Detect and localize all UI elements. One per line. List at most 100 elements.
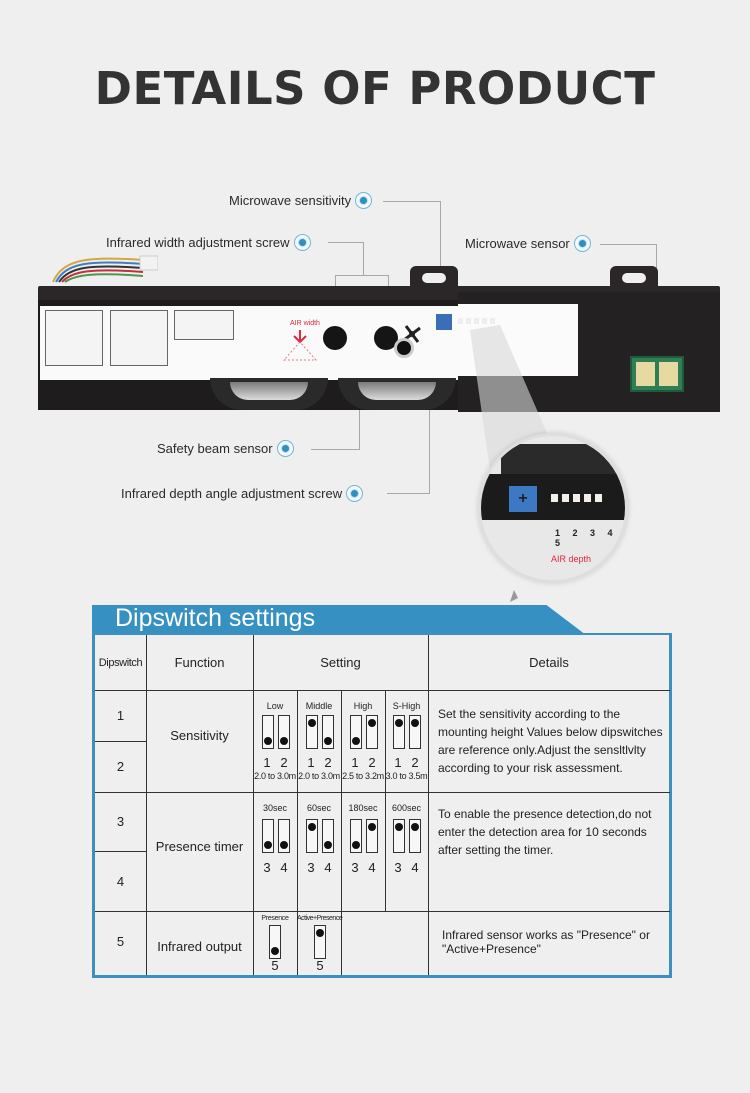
option-label: S-High xyxy=(392,701,421,711)
pin-number: 4 xyxy=(411,860,419,875)
callout-label: Safety beam sensor xyxy=(157,441,273,456)
option-label: Middle xyxy=(305,701,333,711)
callout-safety-beam: Safety beam sensor xyxy=(157,440,294,457)
dip-switch-2-on xyxy=(366,715,378,749)
pin-number: 1 xyxy=(351,755,359,770)
dip-switch-3-on xyxy=(306,819,318,853)
dip-switch-4-off xyxy=(278,819,290,853)
option-label: Presence xyxy=(261,915,289,922)
leader-line xyxy=(600,244,656,245)
wires-icon xyxy=(52,255,158,283)
pin-number: 4 xyxy=(280,860,288,875)
column-header-setting: Setting xyxy=(320,655,361,670)
air-width-label: AIR width xyxy=(290,320,320,327)
grid-line xyxy=(297,690,298,975)
target-icon xyxy=(293,234,311,251)
mini-presence-table xyxy=(110,310,168,366)
range-label: 2.5 to 3.2m xyxy=(342,771,384,781)
table-heading: Dipswitch settings xyxy=(115,604,316,632)
target-icon xyxy=(355,192,373,209)
range-label: 3.0 to 3.5m xyxy=(385,771,428,781)
mini-output-table xyxy=(174,310,234,340)
pin-number: 1 xyxy=(307,755,315,770)
dipswitch-number: 3 xyxy=(116,814,125,829)
grid-line xyxy=(341,690,342,911)
grid-line xyxy=(146,635,147,975)
column-header-function: Function xyxy=(174,655,225,670)
product-image: AIR width xyxy=(38,255,720,412)
pin-number: 2 xyxy=(280,755,288,770)
infrared-width-knob xyxy=(323,326,347,350)
air-width-diagram-icon xyxy=(282,330,318,361)
leader-line xyxy=(383,201,441,202)
dipswitch-number: 4 xyxy=(116,873,125,889)
leader-line xyxy=(311,449,360,450)
pin-number: 3 xyxy=(394,860,402,875)
dip-switch-block xyxy=(458,318,495,324)
dip-switch-5-off xyxy=(269,925,281,959)
dip-switch-4-on xyxy=(366,819,378,853)
leader-line xyxy=(335,275,389,276)
closeup-screw-icon: + xyxy=(509,486,537,512)
function-infrared-output: Infrared output xyxy=(157,938,242,954)
infrared-depth-screw xyxy=(394,338,414,358)
option-label: High xyxy=(353,701,373,711)
callout-microwave-sensor: Microwave sensor xyxy=(465,235,591,252)
pin-number: 3 xyxy=(307,860,315,875)
microwave-sensitivity-screw xyxy=(436,314,452,330)
pin-number: 2 xyxy=(411,755,419,770)
dipswitch-number: 2 xyxy=(116,759,125,774)
target-icon xyxy=(573,235,591,252)
pin-number: 3 xyxy=(263,860,271,875)
pin-number: 5 xyxy=(316,958,324,973)
dip-switch-1-on xyxy=(306,715,318,749)
dip-switch-2-off xyxy=(322,715,334,749)
option-label: 180sec xyxy=(348,803,378,813)
dip-switch-3-off xyxy=(262,819,274,853)
dip-switch-3-off xyxy=(350,819,362,853)
column-header-dipswitch: Dipswitch xyxy=(98,656,143,669)
pin-number: 4 xyxy=(368,860,376,875)
dip-switch-1-off xyxy=(350,715,362,749)
callout-microwave-sensitivity: Microwave sensitivity xyxy=(229,192,373,209)
leader-line xyxy=(363,242,364,275)
closeup-housing xyxy=(501,444,625,478)
column-header-details: Details xyxy=(529,655,569,670)
pin-number: 1 xyxy=(263,755,271,770)
callout-infrared-depth: Infrared depth angle adjustment screw xyxy=(121,485,364,502)
dip-switch-4-off xyxy=(322,819,334,853)
pin-number: 4 xyxy=(324,860,332,875)
page-title: DETAILS OF PRODUCT xyxy=(94,62,656,115)
leader-line xyxy=(440,201,441,309)
dip-switch-4-on xyxy=(409,819,421,853)
target-icon xyxy=(276,440,294,457)
safety-beam-lens xyxy=(210,378,328,410)
dipswitch-closeup: + 1 2 3 4 5 AIR depth xyxy=(478,433,628,583)
pin-number: 5 xyxy=(271,958,279,973)
pin-number: 3 xyxy=(351,860,359,875)
option-label: Low xyxy=(266,701,284,711)
callout-infrared-width: Infrared width adjustment screw xyxy=(106,234,311,251)
callout-label: Microwave sensitivity xyxy=(229,193,352,208)
leader-line xyxy=(429,350,430,494)
leader-line xyxy=(359,398,360,450)
grid-line xyxy=(95,690,670,691)
grid-line xyxy=(95,911,670,912)
microwave-sensor-pcb xyxy=(630,356,684,392)
grid-line xyxy=(253,635,254,975)
function-presence-timer: Presence timer xyxy=(155,838,244,854)
grid-line xyxy=(95,792,670,793)
pin-number: 1 xyxy=(394,755,402,770)
dipswitch-table: Dipswitch Function Setting Details 1 2 3… xyxy=(92,633,672,978)
grid-line xyxy=(428,635,429,975)
range-label: 2.0 to 3.0m xyxy=(254,771,296,781)
dip-switch-2-on xyxy=(409,715,421,749)
range-label: 2.0 to 3.0m xyxy=(298,771,340,781)
grid-line xyxy=(95,851,146,852)
closeup-dip-switches xyxy=(551,494,602,502)
callout-label: Infrared depth angle adjustment screw xyxy=(121,486,343,501)
dipswitch-number: 5 xyxy=(116,933,125,949)
closeup-dip-numbers: 1 2 3 4 5 xyxy=(555,528,618,548)
details-presence-timer: To enable the presence detection,do not … xyxy=(438,807,652,857)
leader-line xyxy=(387,493,430,494)
